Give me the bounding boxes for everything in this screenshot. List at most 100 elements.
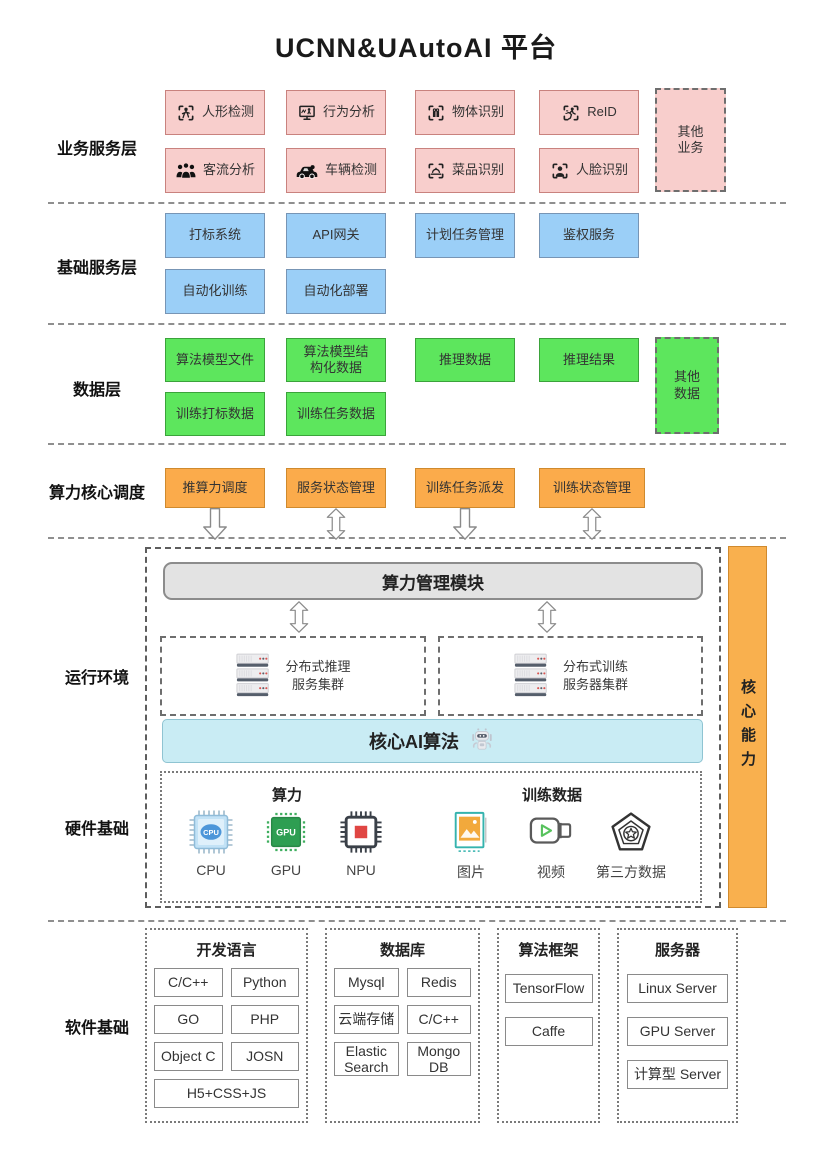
hw-item-视频: 视频 <box>514 809 588 882</box>
data-layer-box: 推理数据 <box>415 338 515 382</box>
business-box-行为分析: 行为分析 <box>286 90 386 135</box>
basic-layer-box: 自动化部署 <box>286 269 386 314</box>
sw-item-Linux-Server: Linux Server <box>627 974 728 1003</box>
sw-item-Caffe: Caffe <box>504 1017 593 1046</box>
sw-item-C/C++: C/C++ <box>406 1005 471 1034</box>
bidirectional-arrow-icon <box>289 601 309 638</box>
sw-item-Object-C: Object C <box>154 1042 223 1071</box>
box-label: ReID <box>587 104 617 120</box>
sw-group-title: 开发语言 <box>196 942 257 959</box>
hw-group-title: 训练数据 <box>521 787 582 804</box>
sw-item-Python: Python <box>230 968 299 997</box>
sw-group-title: 服务器 <box>654 942 700 959</box>
cluster-label: 分布式推理 服务集群 <box>285 659 351 692</box>
sw-item-Elastic-Search: Elastic Search <box>334 1042 399 1077</box>
hw-item-label: 视频 <box>537 864 565 880</box>
hw-item-第三方数据: 第三方数据 <box>594 809 668 882</box>
sw-item-GO: GO <box>154 1005 223 1034</box>
box-label: 行为分析 <box>322 104 375 120</box>
other-data-box: 其他 数据 <box>655 337 719 434</box>
svg-text:GPU: GPU <box>276 827 296 837</box>
image-icon <box>451 809 491 855</box>
behavior-analysis-icon <box>297 103 317 123</box>
scheduling-box-服务状态管理: 服务状态管理 <box>286 468 386 508</box>
crowd-icon <box>175 161 197 180</box>
sw-group-title: 算法框架 <box>518 942 579 959</box>
business-box-人形检测: 人形检测 <box>165 90 265 135</box>
layer-label-runtime: 运行环境 <box>64 670 129 687</box>
person-detect-icon <box>176 103 196 123</box>
bidirectional-arrow-icon <box>326 508 346 545</box>
server-stack-icon <box>235 653 273 699</box>
layer-label-business: 业务服务层 <box>56 141 137 158</box>
third-party-data-icon <box>610 809 652 855</box>
sw-item-C/C++: C/C++ <box>154 968 223 997</box>
object-detect-icon <box>426 103 446 123</box>
training-cluster-box: 分布式训练 服务器集群 <box>438 636 703 716</box>
sw-group-title: 数据库 <box>379 942 425 959</box>
layer-label-scheduling: 算力核心调度 <box>48 485 145 502</box>
box-label: 人形检测 <box>201 104 254 120</box>
basic-layer-box: API网关 <box>286 213 386 258</box>
business-box-ReID: ReID <box>539 90 639 135</box>
business-box-客流分析: 客流分析 <box>165 148 265 193</box>
box-label: 客流分析 <box>202 162 255 178</box>
sw-item-Mysql: Mysql <box>334 968 399 997</box>
box-label: 人脸识别 <box>575 162 628 178</box>
page-title: UCNN&UAutoAI 平台 <box>275 33 557 63</box>
business-box-人脸识别: 人脸识别 <box>539 148 639 193</box>
algorithm-label: 核心AI算法 <box>369 732 459 752</box>
layer-divider <box>48 920 786 922</box>
cluster-label: 分布式训练 服务器集群 <box>562 659 628 692</box>
cpu-chip-icon: CPU <box>188 809 234 855</box>
svg-text:CPU: CPU <box>203 828 219 837</box>
layer-divider <box>48 202 786 204</box>
basic-layer-box: 自动化训练 <box>165 269 265 314</box>
layer-label-data: 数据层 <box>72 382 121 399</box>
data-layer-box: 训练打标数据 <box>165 392 265 436</box>
scheduling-box-训练状态管理: 训练状态管理 <box>539 468 645 508</box>
bidirectional-arrow-icon <box>537 601 557 638</box>
data-layer-box: 算法模型结 构化数据 <box>286 338 386 382</box>
basic-layer-box: 计划任务管理 <box>415 213 515 258</box>
other-business-box: 其他 业务 <box>655 88 726 192</box>
sw-item-GPU-Server: GPU Server <box>627 1017 728 1046</box>
data-layer-box: 推理结果 <box>539 338 639 382</box>
core-ai-algorithm-box: 核心AI算法 <box>162 719 703 763</box>
face-icon <box>550 161 570 181</box>
compute-manager-box: 算力管理模块 <box>163 562 703 600</box>
video-icon <box>529 809 573 855</box>
hw-item-label: CPU <box>196 862 226 878</box>
basic-layer-box: 打标系统 <box>165 213 265 258</box>
hw-item-label: GPU <box>270 862 302 878</box>
hw-item-GPU: GPU GPU <box>251 809 321 878</box>
down-arrow-icon <box>452 508 478 545</box>
server-stack-icon <box>513 653 551 699</box>
sw-item-Mongo-DB: Mongo DB <box>406 1042 471 1077</box>
scheduling-box-推算力调度: 推算力调度 <box>165 468 265 508</box>
sw-item-PHP: PHP <box>230 1005 299 1034</box>
scheduling-box-训练任务派发: 训练任务派发 <box>415 468 515 508</box>
sw-item-H5+CSS+JS: H5+CSS+JS <box>154 1079 299 1108</box>
sw-item-JOSN: JOSN <box>230 1042 299 1071</box>
hw-item-label: 第三方数据 <box>596 864 666 880</box>
data-layer-box: 训练任务数据 <box>286 392 386 436</box>
runtime-environment-container: 算力管理模块 分布式推理 服务集群 分布式训练 服务器集群 核心AI算法 算力 … <box>145 547 721 908</box>
layer-divider <box>48 323 786 325</box>
layer-label-hardware: 硬件基础 <box>64 821 129 838</box>
business-box-车辆检测: 车辆检测 <box>286 148 386 193</box>
hw-item-label: NPU <box>346 862 376 878</box>
sw-item-Redis: Redis <box>406 968 471 997</box>
capability-label: 核心能力 <box>739 679 756 775</box>
box-label: 车辆检测 <box>324 162 377 178</box>
box-label: 菜品识别 <box>451 162 504 178</box>
sw-item-TensorFlow: TensorFlow <box>504 974 593 1003</box>
npu-chip-icon <box>339 809 383 855</box>
